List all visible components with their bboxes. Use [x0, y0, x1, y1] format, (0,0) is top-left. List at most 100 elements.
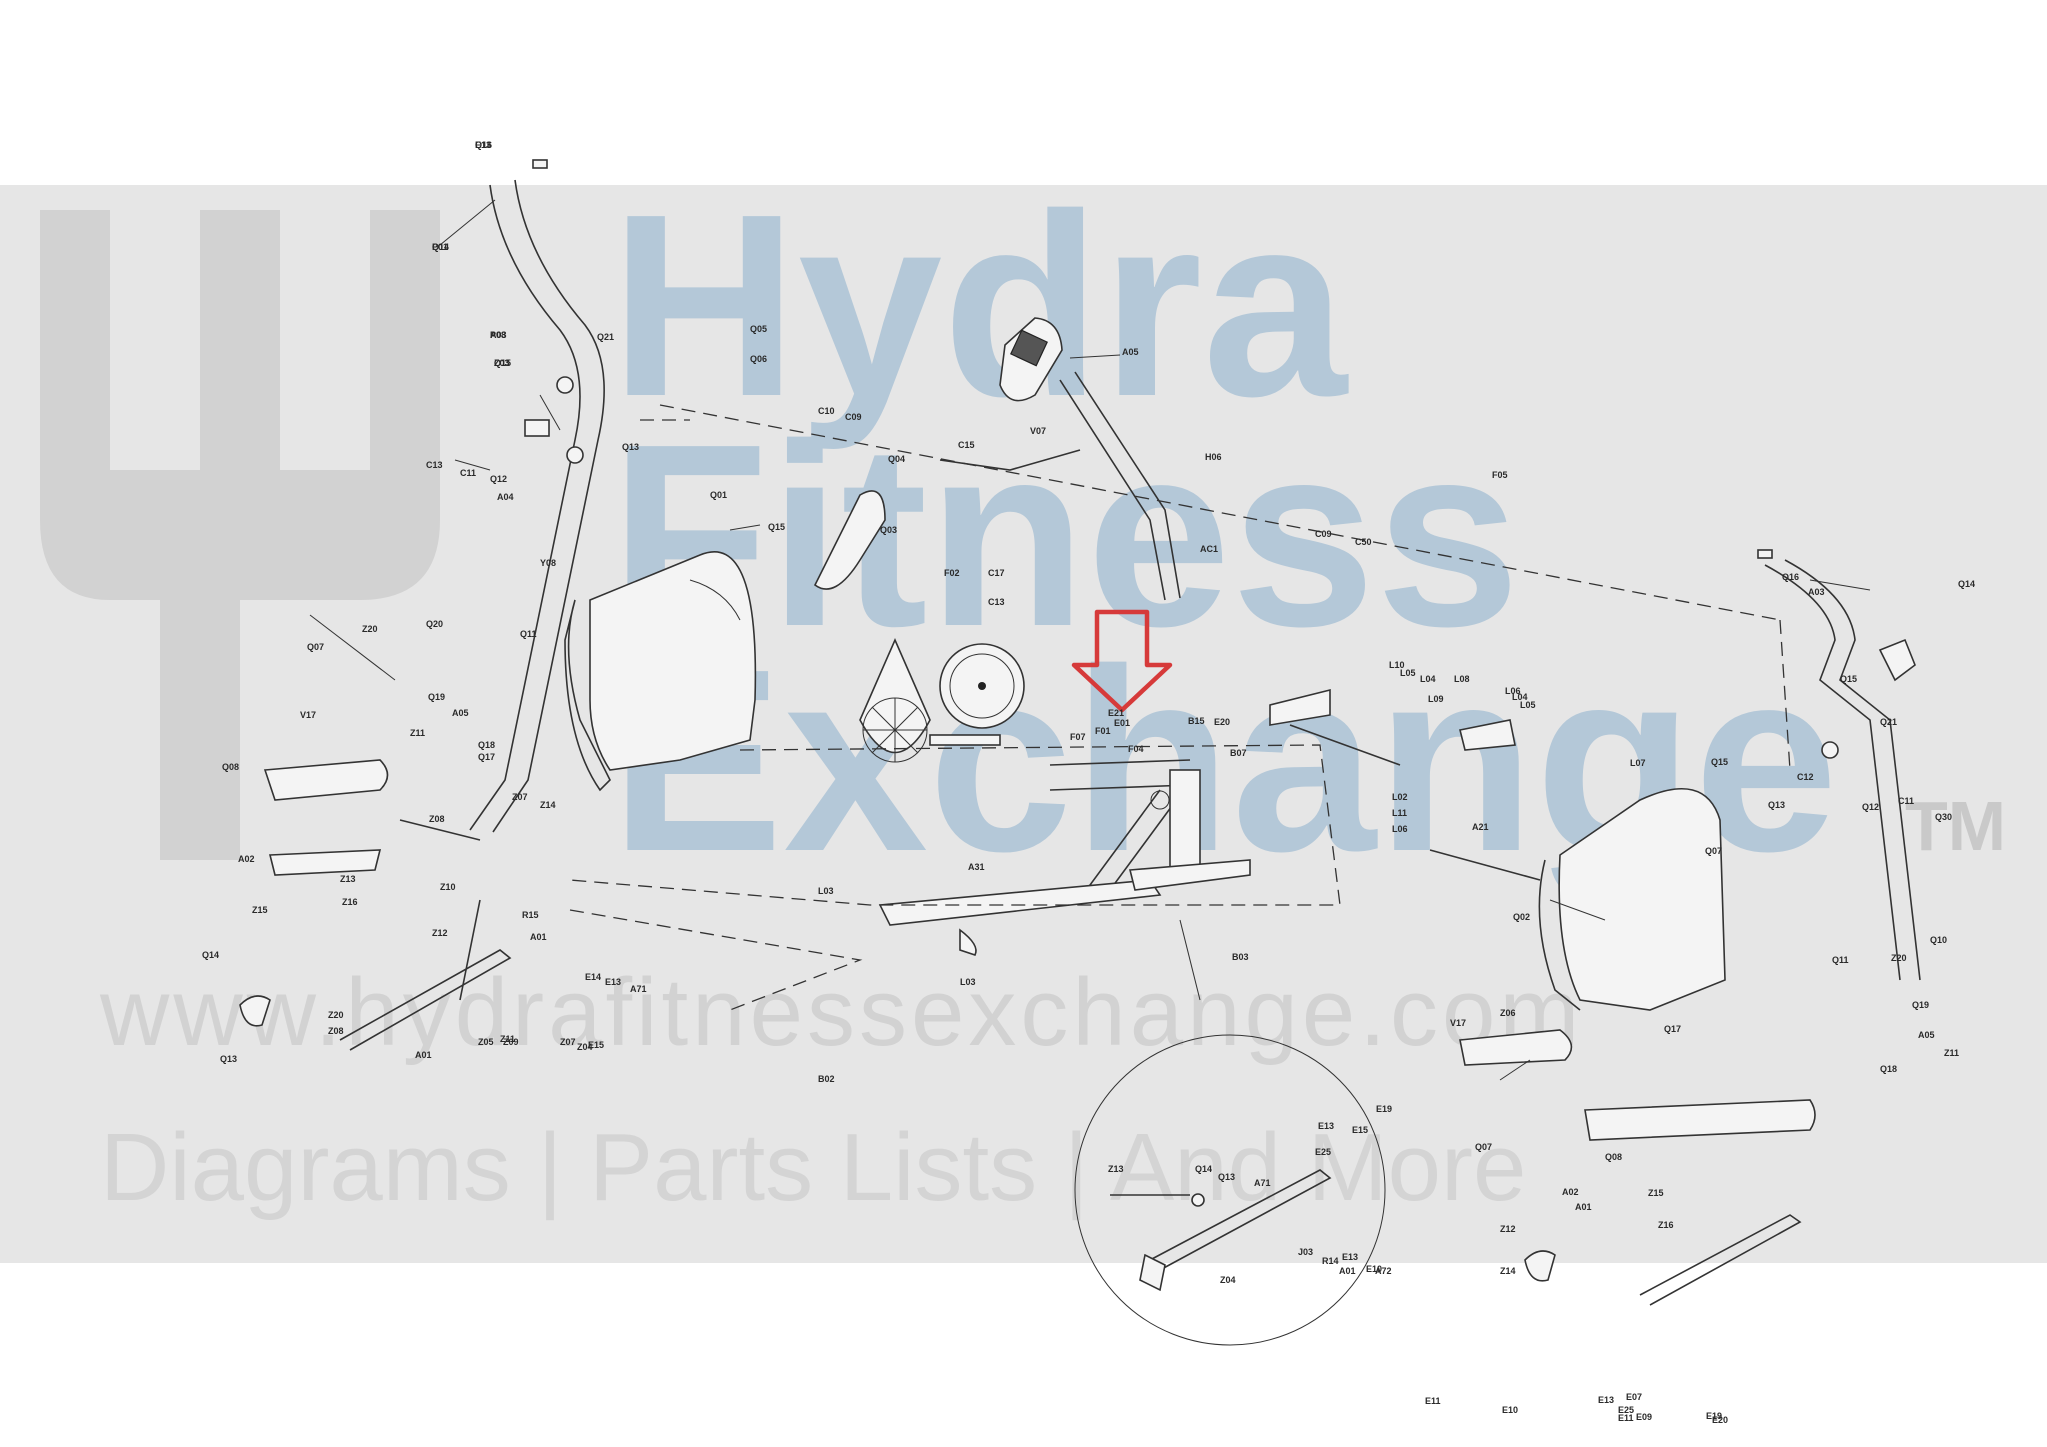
part-label: Q19: [428, 692, 445, 702]
part-label: Q21: [597, 332, 614, 342]
part-label: E25: [1315, 1147, 1331, 1157]
part-label: L06: [1392, 824, 1408, 834]
assembly-guide-lines: [569, 404, 1791, 1011]
part-label: Q15: [494, 358, 511, 368]
part-label: Q14: [1958, 579, 1975, 589]
part-label: Q16: [475, 140, 492, 150]
part-label: Z04: [1220, 1275, 1236, 1285]
part-label: Q13: [622, 442, 639, 452]
part-label: E15: [588, 1040, 604, 1050]
part-label: Q17: [478, 752, 495, 762]
part-label: Q18: [1880, 1064, 1897, 1074]
part-label: A01: [530, 932, 547, 942]
part-label: Q11: [1832, 955, 1849, 965]
part-label: B07: [1230, 748, 1247, 758]
part-label: F01: [1095, 726, 1111, 736]
part-label: V07: [1030, 426, 1046, 436]
part-label: A03: [1808, 587, 1825, 597]
part-label: A31: [968, 862, 985, 872]
part-label: Q02: [1513, 912, 1530, 922]
part-label: E21: [1108, 708, 1124, 718]
part-label: L09: [1428, 694, 1444, 704]
part-label: E13: [475, 140, 491, 150]
part-label: Y08: [540, 558, 556, 568]
part-label: L08: [1454, 674, 1470, 684]
part-label: Z06: [1500, 1008, 1516, 1018]
part-label: Q17: [1664, 1024, 1681, 1034]
part-label: Z11: [1944, 1048, 1959, 1058]
part-label: Q05: [750, 324, 767, 334]
watermark-brand-line1: Hydra: [610, 161, 1349, 452]
part-label: Z03: [494, 358, 510, 368]
part-label: Q06: [750, 354, 767, 364]
part-label: Z15: [252, 905, 268, 915]
part-label: Z04: [577, 1042, 593, 1052]
part-label: L07: [1630, 758, 1646, 768]
part-label: H06: [1205, 452, 1222, 462]
part-label: C10: [818, 406, 835, 416]
part-label: F04: [1128, 744, 1144, 754]
part-label: E11: [1618, 1413, 1634, 1423]
part-label: Z13: [1108, 1164, 1124, 1174]
part-label: A05: [1918, 1030, 1935, 1040]
part-labels: Q16Q14A03Q15Q12Q13A04C13C11Q21Q05Q06C10C…: [202, 140, 1975, 1425]
part-label: A04: [497, 492, 514, 502]
part-label: A03: [490, 330, 507, 340]
part-label: E10: [1502, 1405, 1518, 1415]
part-label: Z14: [1500, 1266, 1516, 1276]
part-label: Z15: [1648, 1188, 1664, 1198]
part-label: Q12: [1862, 802, 1879, 812]
main-frame: [878, 759, 1251, 956]
part-label: Q12: [490, 474, 507, 484]
part-label: F07: [1070, 732, 1086, 742]
part-label: F02: [944, 568, 960, 578]
part-label: A01: [415, 1050, 432, 1060]
part-label: A21: [1472, 822, 1489, 832]
part-label: R14: [1322, 1256, 1339, 1266]
part-label: Q11: [520, 629, 537, 639]
part-label: Q20: [426, 619, 443, 629]
part-label: L04: [1420, 674, 1436, 684]
watermark-trademark: TM: [1905, 787, 2006, 865]
part-label: E07: [1626, 1392, 1642, 1402]
part-label: Z07: [560, 1037, 576, 1047]
part-label: AC1: [1200, 544, 1218, 554]
part-label: Q03: [880, 525, 897, 535]
part-label: A02: [1562, 1187, 1579, 1197]
part-label: Z10: [440, 882, 456, 892]
part-label: C11: [460, 468, 476, 478]
rear-rails: [1269, 688, 1541, 881]
leader-lines: [309, 199, 1871, 1081]
part-label: Z08: [328, 1026, 344, 1036]
watermark-url: www.hydrafitnessexchange.com: [99, 959, 1583, 1066]
part-label: C09: [845, 412, 862, 422]
part-label: Z07: [512, 792, 528, 802]
right-side-shroud: [1538, 787, 1726, 1011]
console-mast: [939, 317, 1181, 601]
part-label: C15: [958, 440, 975, 450]
part-label: Q14: [432, 242, 449, 252]
down-arrow-icon: [1071, 609, 1173, 713]
part-label: Z11: [410, 728, 425, 738]
part-label: C13: [426, 460, 443, 470]
part-label: E10: [1366, 1264, 1382, 1274]
part-label: J03: [1298, 1247, 1313, 1257]
part-label: Z05: [478, 1037, 494, 1047]
part-label: Q08: [1605, 1152, 1622, 1162]
part-label: L02: [1392, 792, 1408, 802]
part-label: Z13: [340, 874, 356, 884]
part-label: F05: [1492, 470, 1508, 480]
part-label: Z12: [1500, 1224, 1516, 1234]
part-label: A05: [1122, 347, 1139, 357]
part-label: C17: [988, 568, 1005, 578]
left-pedal-arm: [239, 759, 512, 1051]
part-label: C11: [1898, 796, 1914, 806]
watermark-brand-line2: Fitness: [610, 391, 1520, 681]
part-label: Q15: [1840, 674, 1857, 684]
part-label: E14: [585, 972, 601, 982]
part-label: V17: [300, 710, 316, 720]
part-label: L04: [1512, 692, 1528, 702]
part-label: C50: [1355, 537, 1372, 547]
part-label: B03: [1232, 952, 1249, 962]
